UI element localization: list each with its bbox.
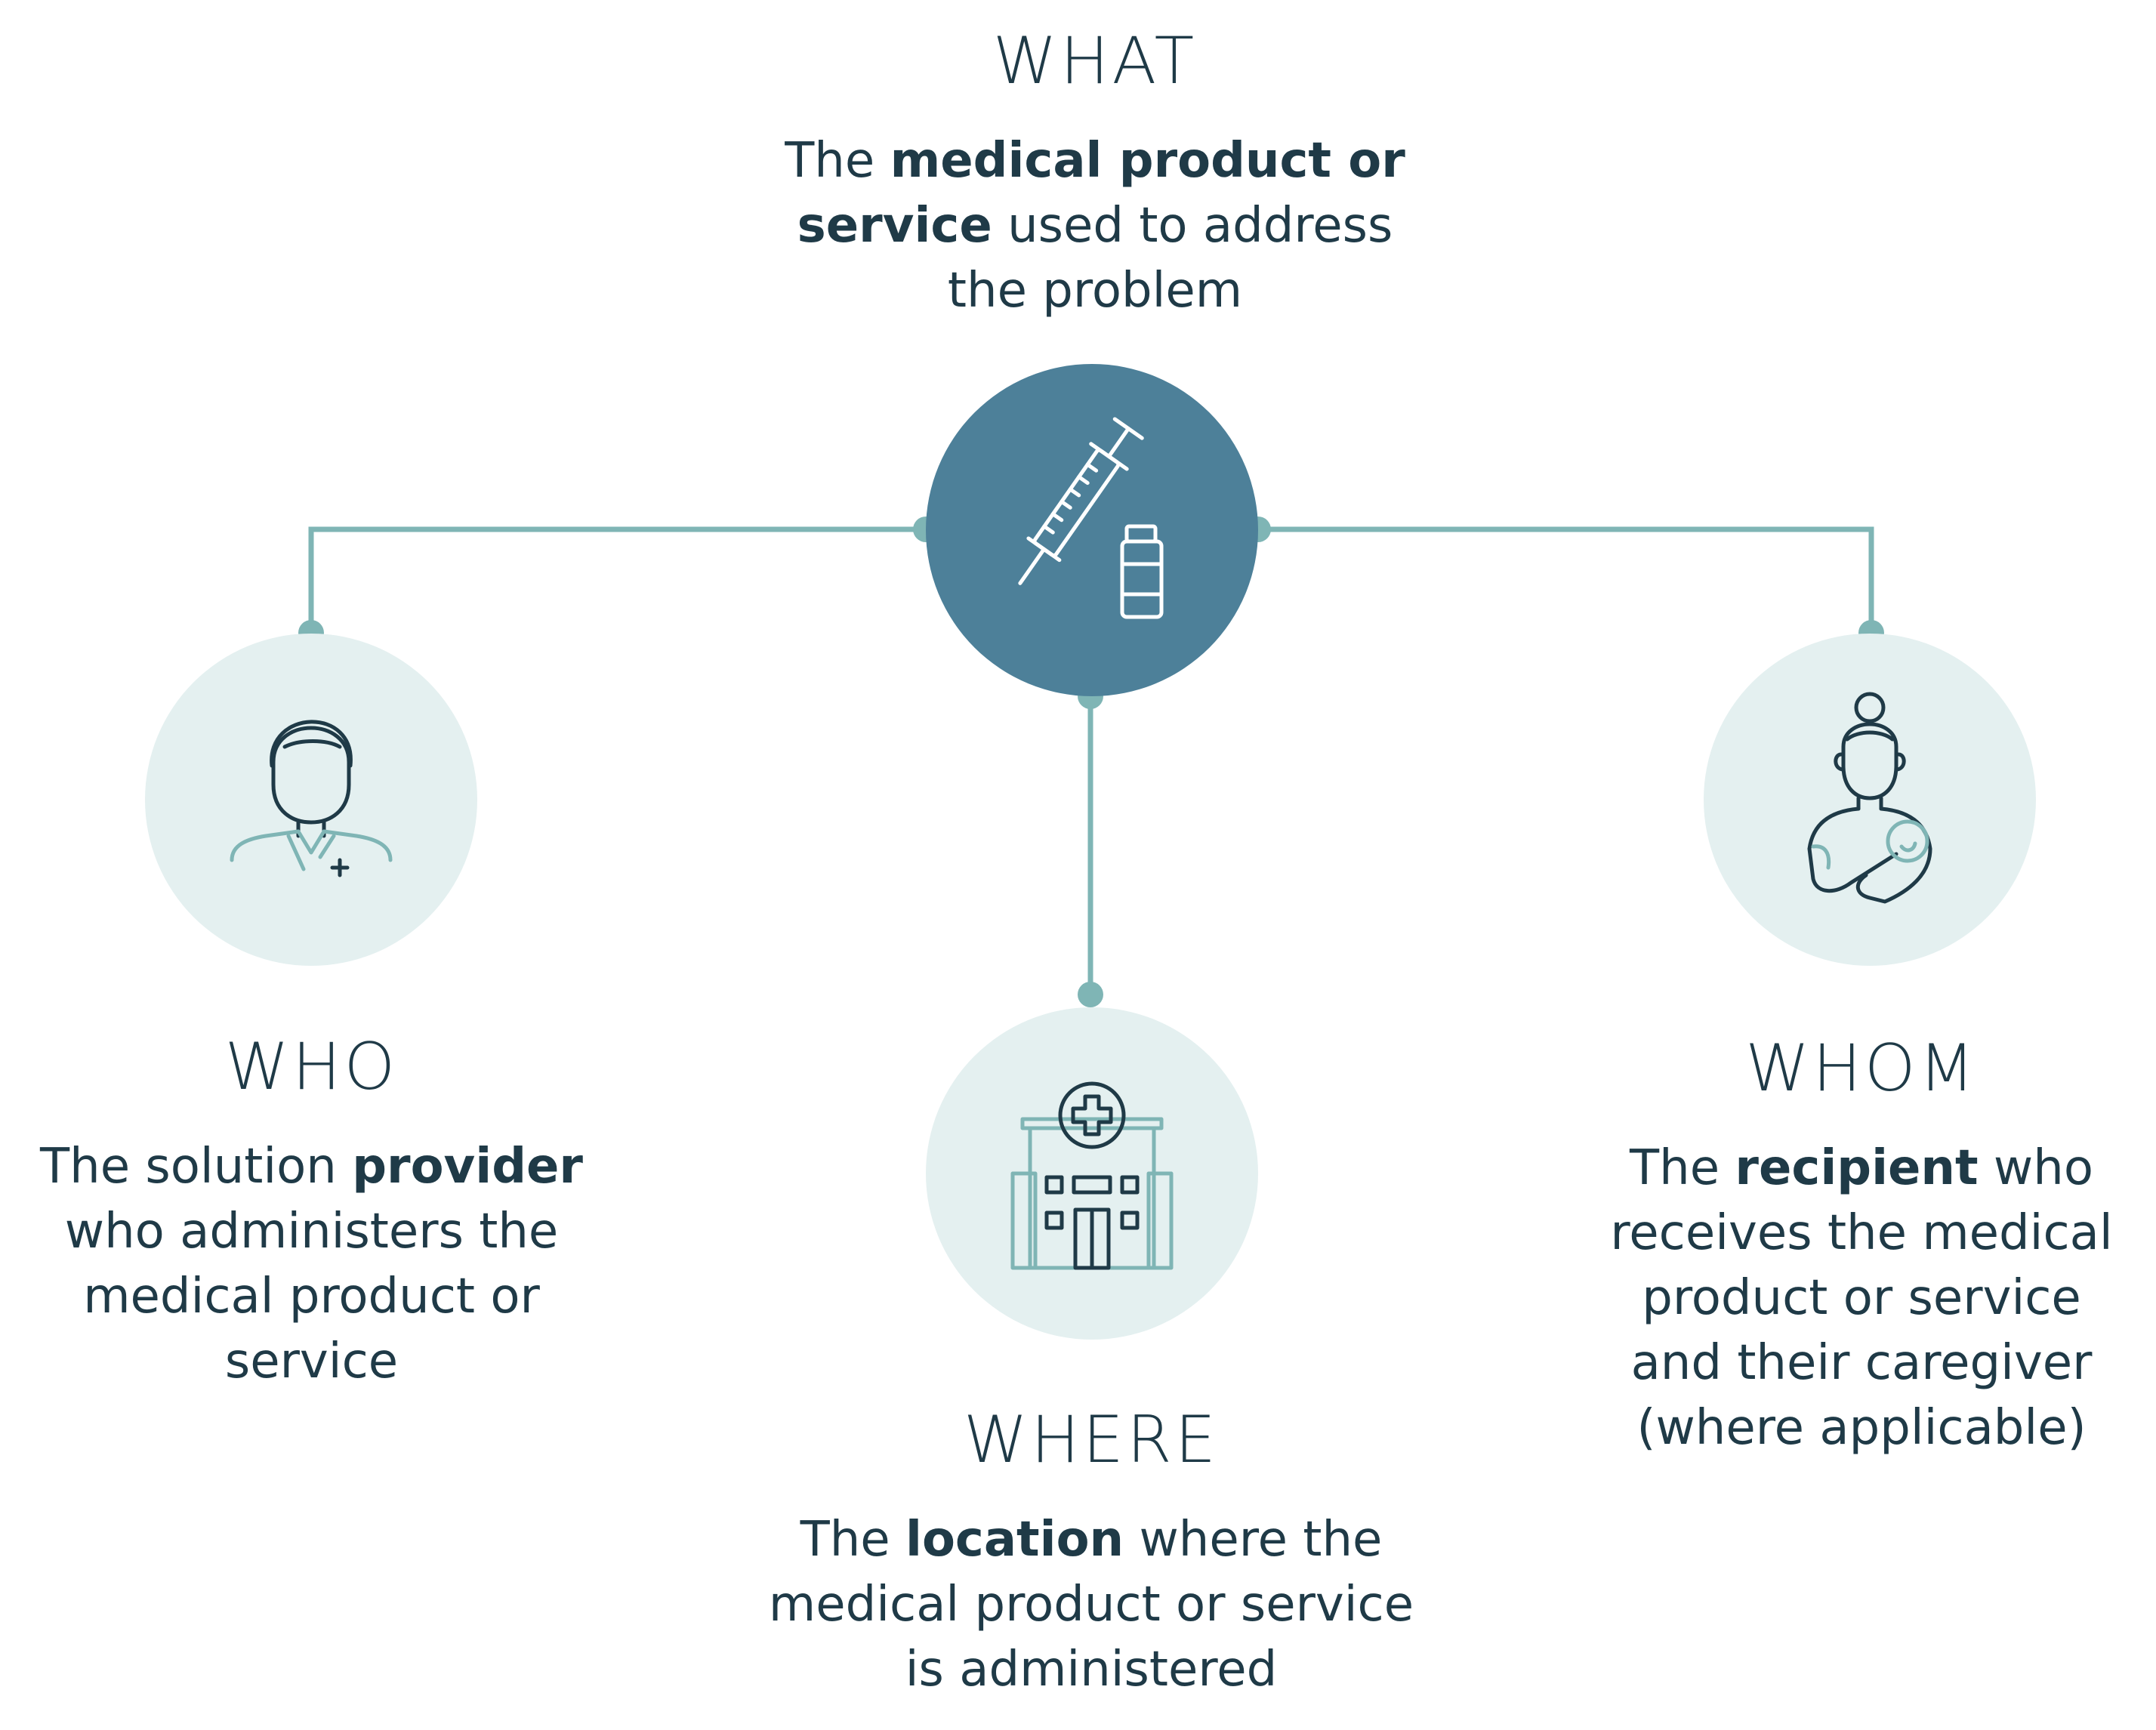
hospital-icon (1010, 1081, 1174, 1270)
where-block: WHERE The location where the medical pro… (710, 1408, 1473, 1702)
who-line-4: service (224, 1334, 399, 1389)
what-text: used to address (992, 198, 1393, 254)
whom-line-4: and their caregiver (1630, 1335, 2093, 1391)
who-line-2: who administers the (64, 1204, 559, 1260)
what-line-3: the problem (947, 263, 1243, 319)
whom-text: who (1978, 1140, 2093, 1196)
who-description: The solution provider who administers th… (8, 1134, 615, 1394)
who-bold-text: provider (352, 1139, 583, 1195)
where-circle (926, 1007, 1258, 1340)
whom-text: The (1630, 1140, 1735, 1196)
whom-bold-text: recipient (1735, 1140, 1979, 1196)
whom-line-5: (where applicable) (1636, 1400, 2087, 1456)
who-block: WHO The solution provider who administer… (8, 1035, 615, 1394)
whom-block: WHOM The recipient who receives the medi… (1571, 1036, 2152, 1460)
where-bold-text: location (905, 1512, 1124, 1568)
connector-who (308, 526, 926, 633)
where-text: where the (1124, 1512, 1383, 1568)
what-bold-text: medical product or (890, 133, 1405, 189)
what-line-2: service used to address (695, 193, 1495, 258)
whom-circle (1704, 634, 2036, 966)
where-line-2: medical product or service (768, 1577, 1414, 1633)
connector-whom (1258, 526, 1874, 633)
who-circle (145, 634, 477, 966)
what-description: The medical product or service used to a… (695, 128, 1495, 323)
where-description: The location where the medical product o… (710, 1507, 1473, 1702)
doctor-icon (230, 720, 393, 877)
where-heading: WHERE (963, 1402, 1220, 1478)
what-heading: WHAT (992, 23, 1198, 99)
whom-description: The recipient who receives the medical p… (1571, 1136, 2152, 1460)
where-line-3: is administered (905, 1642, 1278, 1698)
what-block: WHAT The medical product or service used… (695, 29, 1495, 323)
where-text: The (800, 1512, 905, 1568)
whom-line-1: The recipient who (1571, 1136, 2152, 1201)
mother-baby-icon (1807, 692, 1932, 904)
where-line-1: The location where the (710, 1507, 1473, 1572)
whom-line-3: product or service (1642, 1270, 2081, 1326)
who-line-1: The solution provider (8, 1134, 615, 1199)
who-text: The solution (40, 1139, 353, 1195)
what-text: The (785, 133, 890, 189)
connector-dot (1078, 982, 1103, 1007)
who-heading: WHO (224, 1029, 399, 1105)
syringe-vial-icon (1018, 417, 1164, 619)
what-circle (926, 364, 1258, 696)
whom-line-2: receives the medical (1610, 1205, 2113, 1261)
what-line-1: The medical product or (695, 128, 1495, 193)
whom-heading: WHOM (1745, 1031, 1978, 1106)
who-line-3: medical product or (83, 1269, 540, 1324)
what-bold-text: service (797, 198, 992, 254)
